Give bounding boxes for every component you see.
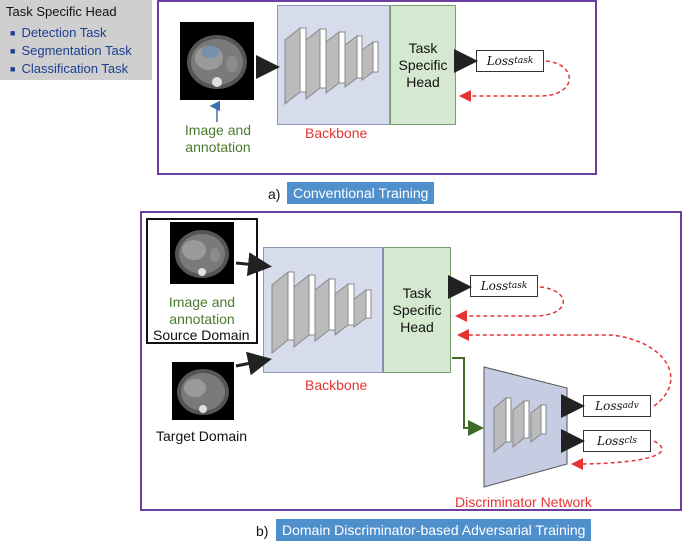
backbone-label-a: Backbone bbox=[305, 125, 368, 141]
legend-item-classification: ■Classification Task bbox=[10, 61, 129, 76]
caption-letter-a: a) bbox=[268, 186, 281, 202]
source-domain-box bbox=[146, 218, 258, 344]
target-domain-label: Target Domain bbox=[156, 428, 248, 444]
panel-a-frame bbox=[157, 0, 597, 175]
ct-scan-source bbox=[170, 222, 234, 284]
conv-layers-a bbox=[284, 26, 379, 106]
image-annotation-label-a: Image and annotation bbox=[184, 122, 252, 155]
image-annotation-label-b: Image and annotation bbox=[168, 294, 236, 327]
ct-scan-target bbox=[172, 362, 234, 420]
task-head-block-a: Task Specific Head bbox=[390, 5, 456, 125]
caption-b: Domain Discriminator-based Adversarial T… bbox=[276, 519, 592, 541]
task-head-block-b: Task Specific Head bbox=[383, 247, 451, 373]
discriminator-block bbox=[483, 366, 568, 488]
backbone-label-b: Backbone bbox=[305, 377, 368, 393]
arrows-panel-a bbox=[209, 49, 570, 122]
ct-scan-graphic bbox=[187, 35, 247, 89]
task-head-legend: Task Specific Head ■Detection Task ■Segm… bbox=[0, 0, 152, 80]
discriminator-label: Discriminator Network bbox=[455, 494, 592, 510]
ct-scan-target-graphic bbox=[177, 369, 229, 415]
ct-scan-image-annotated bbox=[180, 22, 254, 100]
source-domain-label: Source Domain bbox=[153, 327, 250, 343]
panel-b-frame bbox=[140, 211, 682, 511]
ct-scan-source-graphic bbox=[175, 230, 229, 278]
caption-a: Conventional Training bbox=[287, 182, 435, 204]
legend-title: Task Specific Head bbox=[6, 4, 117, 19]
arrows-panel-b bbox=[235, 252, 672, 470]
caption-letter-b: b) bbox=[256, 523, 269, 539]
conv-layers-b bbox=[271, 270, 372, 355]
legend-item-detection: ■Detection Task bbox=[10, 25, 107, 40]
legend-item-segmentation: ■Segmentation Task bbox=[10, 43, 132, 58]
